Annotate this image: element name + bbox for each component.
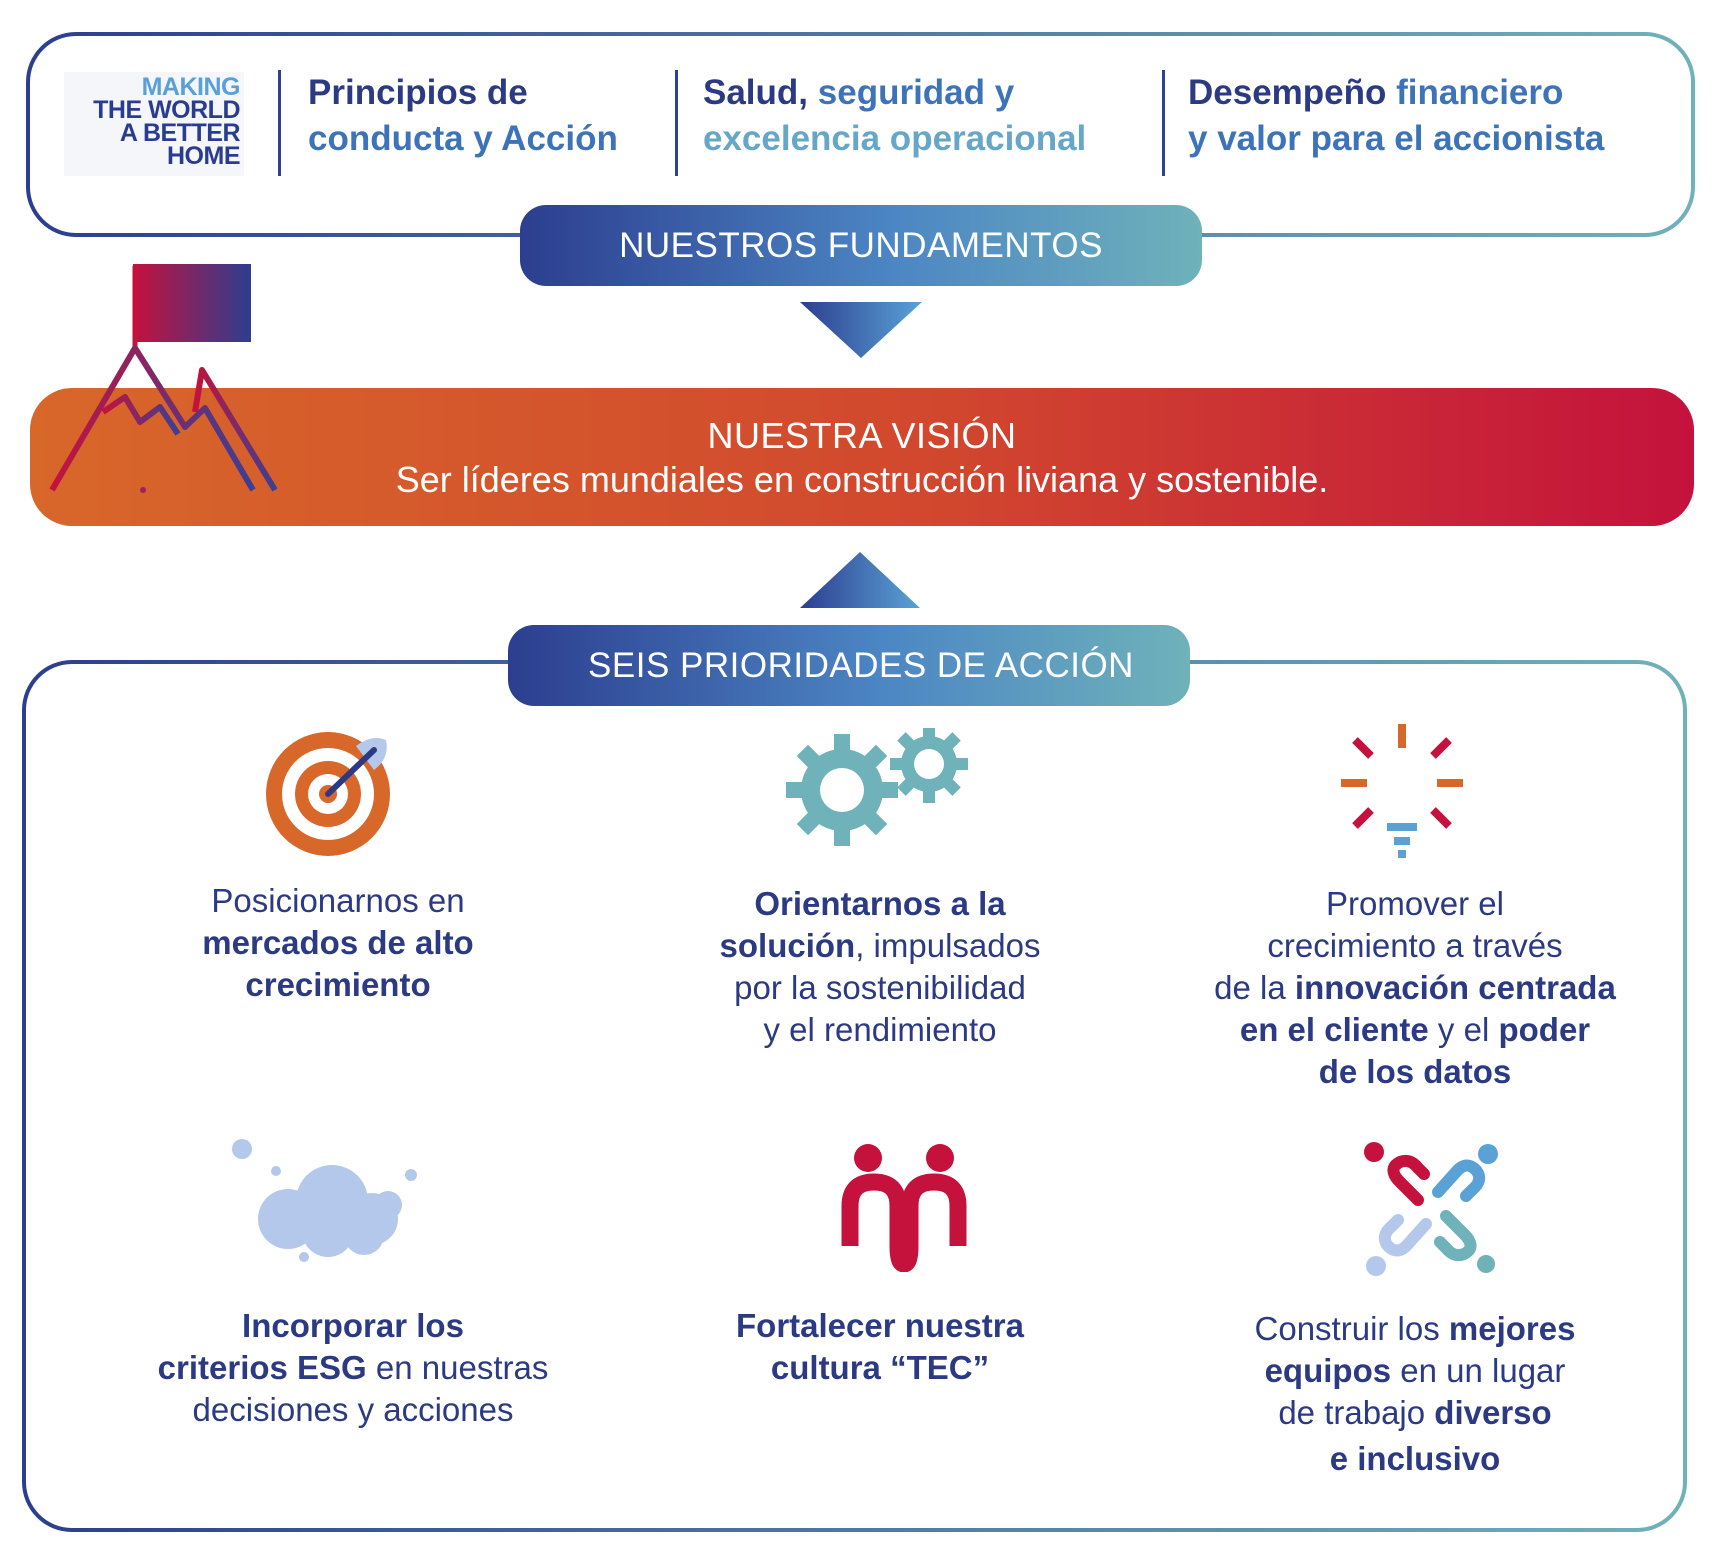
lightbulb-icon: [1341, 724, 1463, 858]
pillar-desempeno: Desempeño financiero y valor para el acc…: [1188, 73, 1605, 158]
priority-innovacion: Promover el crecimiento a través de la i…: [1214, 885, 1616, 1090]
arrow-down-icon: [800, 302, 922, 358]
priority-solucion: Orientarnos a la solución, impulsados po…: [719, 885, 1041, 1048]
vision-banner: NUESTRA VISIÓN Ser líderes mundiales en …: [30, 388, 1694, 526]
gears-icon: [786, 728, 968, 846]
divider: [1162, 70, 1165, 176]
making-the-world-a-better-home-logo: MAKING THE WORLD A BETTER HOME: [64, 72, 244, 176]
cloud-icon: [232, 1139, 417, 1262]
link-icon: [1364, 1142, 1498, 1276]
priority-cultura: Fortalecer nuestra cultura “TEC”: [736, 1307, 1024, 1386]
people-icon: [841, 1144, 967, 1272]
vision-title: NUESTRA VISIÓN: [707, 415, 1017, 456]
arrow-up-icon: [800, 552, 920, 608]
divider: [675, 70, 678, 176]
divider: [278, 70, 281, 176]
pillar-principios: Principios de conducta y Acción: [308, 73, 618, 158]
priority-equipos: Construir los mejores equipos en un luga…: [1254, 1310, 1576, 1477]
priority-mercados: Posicionarnos en mercados de alto crecim…: [202, 882, 474, 1003]
pillar-salud: Salud, seguridad y excelencia operaciona…: [703, 73, 1087, 158]
prioridades-label: SEIS PRIORIDADES DE ACCIÓN: [508, 625, 1190, 706]
fundamentos-label: NUESTROS FUNDAMENTOS: [520, 205, 1202, 286]
priority-esg: Incorporar los criterios ESG en nuestras…: [157, 1307, 549, 1428]
fundamentos-panel: [26, 32, 1695, 237]
target-icon: [266, 732, 390, 856]
vision-text: Ser líderes mundiales en construcción li…: [395, 459, 1329, 500]
mountain-flag-icon: [49, 264, 278, 493]
